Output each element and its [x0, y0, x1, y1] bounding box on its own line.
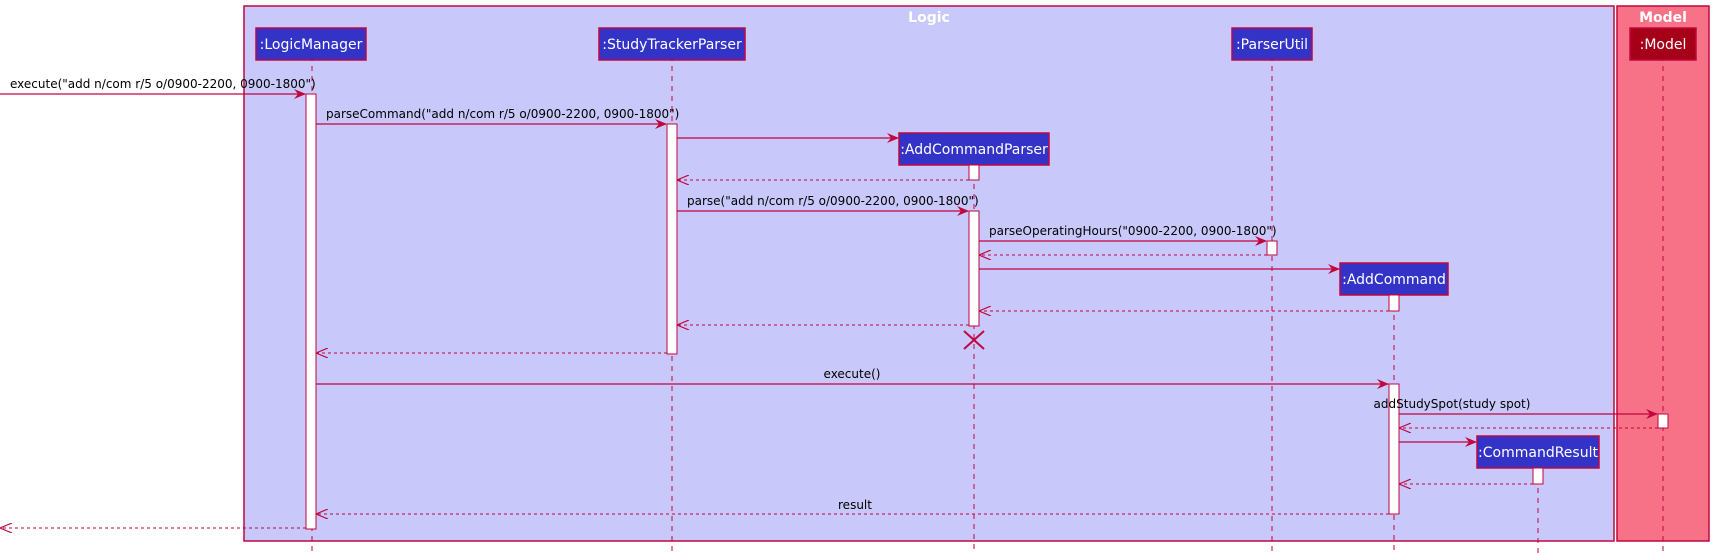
participant-command-result: :CommandResult — [1476, 435, 1600, 469]
participant-label: :ParserUtil — [1236, 37, 1308, 53]
model-frame-title: Model — [1639, 10, 1687, 26]
participant-label: :StudyTrackerParser — [602, 37, 742, 53]
activation-study-tracker-parser — [666, 123, 678, 355]
activation-command-result — [1532, 467, 1544, 485]
participant-label: :LogicManager — [260, 37, 363, 53]
return-arrows — [1, 180, 1658, 528]
msg-parse-label: parse("add n/com r/5 o/0900-2200, 0900-1… — [687, 194, 979, 208]
msg-result-label: result — [838, 498, 872, 512]
participant-add-command-parser: :AddCommandParser — [898, 132, 1050, 166]
activation-add-command-create — [1388, 294, 1400, 312]
participant-label: :AddCommand — [1342, 272, 1446, 288]
msg-execute-input-label: execute("add n/com r/5 o/0900-2200, 0900… — [10, 77, 316, 91]
destroy-marker — [963, 330, 985, 350]
activation-add-command-execute — [1388, 383, 1400, 515]
participant-logic-manager: :LogicManager — [255, 27, 367, 61]
participant-label: :CommandResult — [1478, 445, 1598, 461]
call-arrows — [0, 89, 1658, 447]
msg-parse-command-label: parseCommand("add n/com r/5 o/0900-2200,… — [326, 107, 679, 121]
participant-add-command: :AddCommand — [1339, 262, 1449, 296]
logic-frame-title: Logic — [908, 10, 950, 26]
participant-model: :Model — [1629, 27, 1697, 61]
activation-bars — [305, 93, 1669, 530]
msg-execute-label: execute() — [824, 367, 881, 381]
msg-parse-operating-hours-label: parseOperatingHours("0900-2200, 0900-180… — [989, 224, 1277, 238]
activation-add-command-parser-parse — [968, 210, 980, 327]
participant-label: :Model — [1640, 37, 1687, 53]
participant-label: :AddCommandParser — [900, 142, 1048, 158]
activation-model — [1657, 413, 1669, 429]
activation-parser-util — [1266, 240, 1278, 256]
participant-parser-util: :ParserUtil — [1231, 27, 1313, 61]
msg-add-study-spot-label: addStudySpot(study spot) — [1374, 397, 1531, 411]
activation-add-command-parser-create — [968, 164, 980, 181]
activation-logic-manager — [305, 93, 317, 530]
participant-study-tracker-parser: :StudyTrackerParser — [598, 27, 746, 61]
